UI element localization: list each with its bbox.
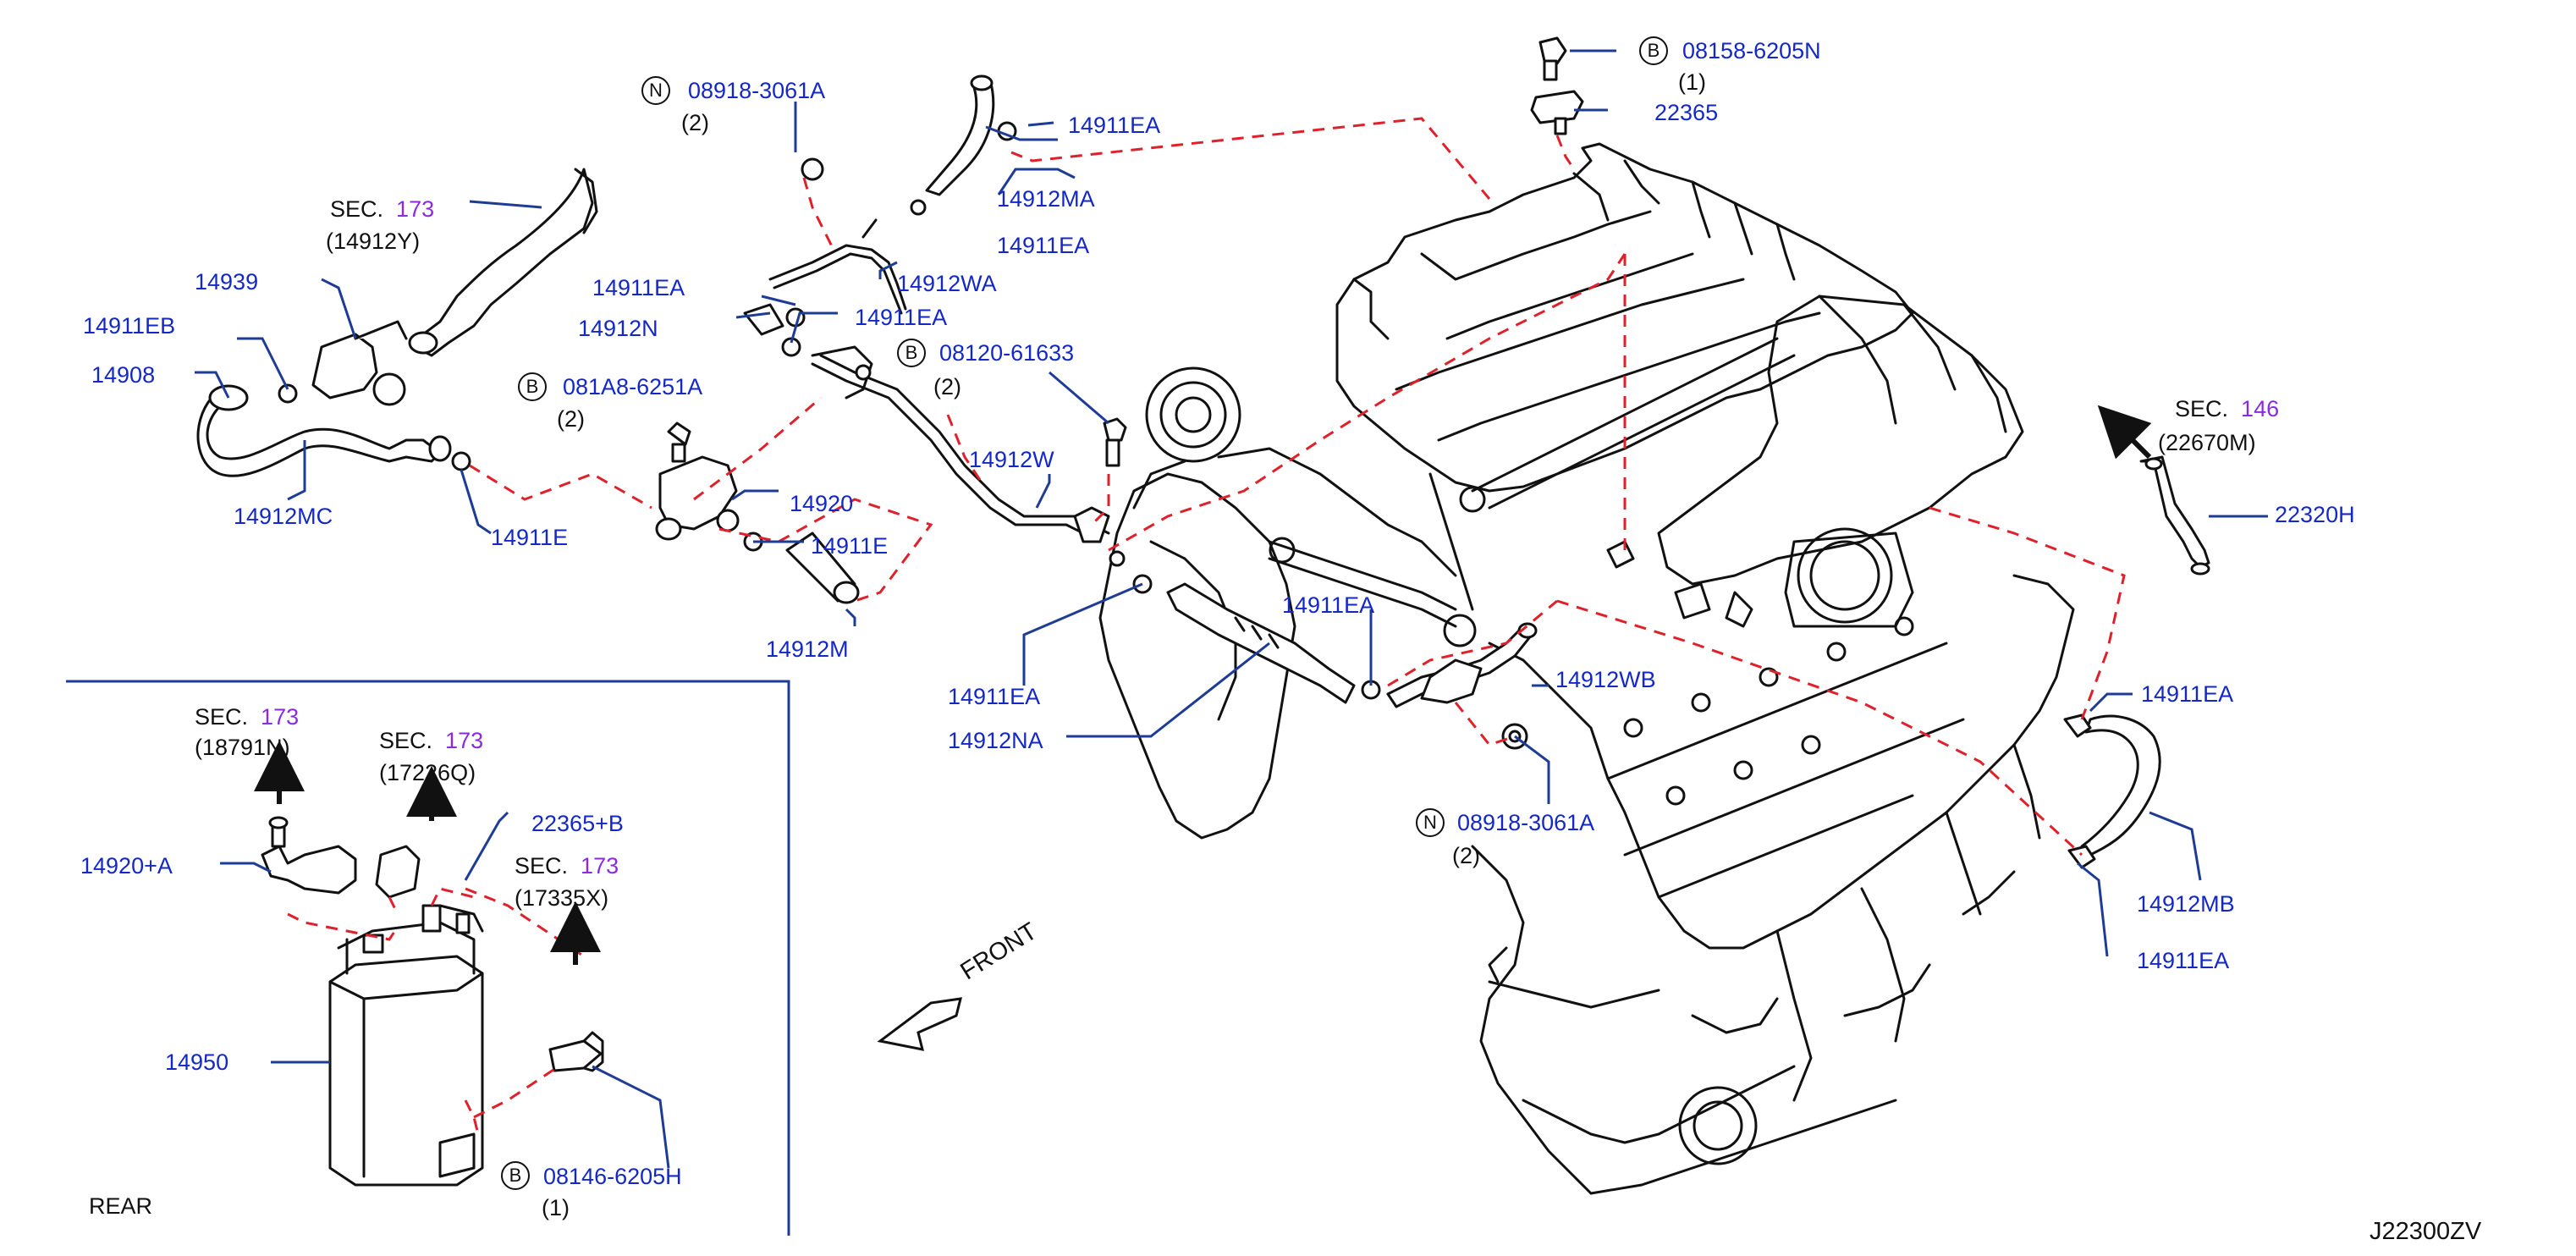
part-label-22365B[interactable]: 22365+B (531, 811, 624, 836)
front-arrow (877, 997, 962, 1051)
part-label-14911EB[interactable]: 14911EB (83, 313, 176, 339)
part-label-14908[interactable]: 14908 (91, 362, 156, 388)
fastener-qty: (2) (681, 110, 709, 135)
fastener-code[interactable]: 08158-6205N (1682, 38, 1821, 63)
sec-ref: (17335X) (515, 885, 609, 911)
sec-label: SEC. 173 (379, 728, 484, 753)
part-label-14911EA[interactable]: 14911EA (855, 305, 948, 330)
connection-dashes (287, 117, 2126, 1135)
fastener-code[interactable]: 08146-6205H (543, 1164, 682, 1189)
sec-label: SEC. 173 (515, 853, 619, 879)
sec-label: SEC. 146 (2175, 396, 2280, 421)
part-label-14911EA[interactable]: 14911EA (948, 684, 1041, 709)
part-label-14950[interactable]: 14950 (165, 1049, 229, 1075)
part-label-14912MC[interactable]: 14912MC (234, 504, 333, 529)
fastener-prefix-circle: B (518, 372, 547, 401)
part-label-14911EA[interactable]: 14911EA (1282, 592, 1375, 618)
fastener-prefix-circle: N (1416, 808, 1445, 837)
inset-label: REAR (89, 1193, 153, 1219)
sec-label: SEC. 173 (330, 196, 435, 222)
part-label-14911EA[interactable]: 14911EA (1068, 113, 1161, 138)
fastener-prefix-circle: B (1639, 36, 1668, 65)
part-label-14939[interactable]: 14939 (195, 269, 259, 295)
part-label-14911E[interactable]: 14911E (491, 525, 569, 550)
part-label-14912NA[interactable]: 14912NA (948, 728, 1043, 753)
diagram-id: J22300ZV (2370, 1218, 2482, 1245)
part-label-14911EA[interactable]: 14911EA (997, 233, 1090, 258)
part-label-14912MB[interactable]: 14912MB (2137, 891, 2235, 917)
part-label-14912M[interactable]: 14912M (766, 636, 849, 662)
fastener-code[interactable]: 081A8-6251A (563, 374, 703, 399)
fastener-prefix-circle: N (641, 76, 670, 105)
part-label-14911EA[interactable]: 14911EA (2137, 948, 2230, 973)
fastener-prefix-circle: B (897, 339, 926, 367)
fastener-code[interactable]: 08120-61633 (939, 340, 1075, 366)
engine-outline (1098, 142, 2075, 1195)
fastener-qty: (2) (1452, 843, 1480, 868)
part-label-14911E[interactable]: 14911E (811, 533, 889, 559)
part-label-14911EA[interactable]: 14911EA (592, 275, 685, 300)
part-label-22365[interactable]: 22365 (1654, 100, 1719, 125)
fastener-qty: (2) (933, 374, 961, 399)
part-label-14912WB[interactable]: 14912WB (1555, 667, 1656, 692)
fastener-qty: (2) (557, 406, 585, 432)
sec-ref: (17226Q) (379, 760, 476, 785)
sec-ref: (14912Y) (326, 229, 421, 254)
direction-arrows (254, 405, 2152, 965)
part-label-14912W[interactable]: 14912W (969, 447, 1054, 472)
inset-border (66, 680, 790, 1236)
fastener-qty: (1) (1678, 69, 1706, 95)
part-label-14911EA[interactable]: 14911EA (2141, 681, 2234, 707)
fastener-code[interactable]: 08918-3061A (1457, 810, 1595, 835)
sec-ref: (22670M) (2158, 430, 2256, 455)
leader-lines (195, 49, 2268, 1169)
part-label-14912MA[interactable]: 14912MA (997, 186, 1095, 212)
part-label-22320H[interactable]: 22320H (2275, 502, 2355, 527)
fastener-code[interactable]: 08918-3061A (688, 78, 826, 103)
sec-label: SEC. 173 (195, 704, 300, 730)
hose-parts (196, 36, 2210, 1187)
fastener-qty: (1) (542, 1195, 570, 1220)
fastener-prefix-circle: B (501, 1161, 530, 1190)
part-label-14912WA[interactable]: 14912WA (897, 271, 997, 296)
part-label-14920[interactable]: 14920 (790, 491, 854, 516)
part-label-14920A[interactable]: 14920+A (80, 853, 173, 879)
sec-ref: (18791N) (195, 735, 290, 760)
part-label-14912N[interactable]: 14912N (578, 316, 658, 341)
